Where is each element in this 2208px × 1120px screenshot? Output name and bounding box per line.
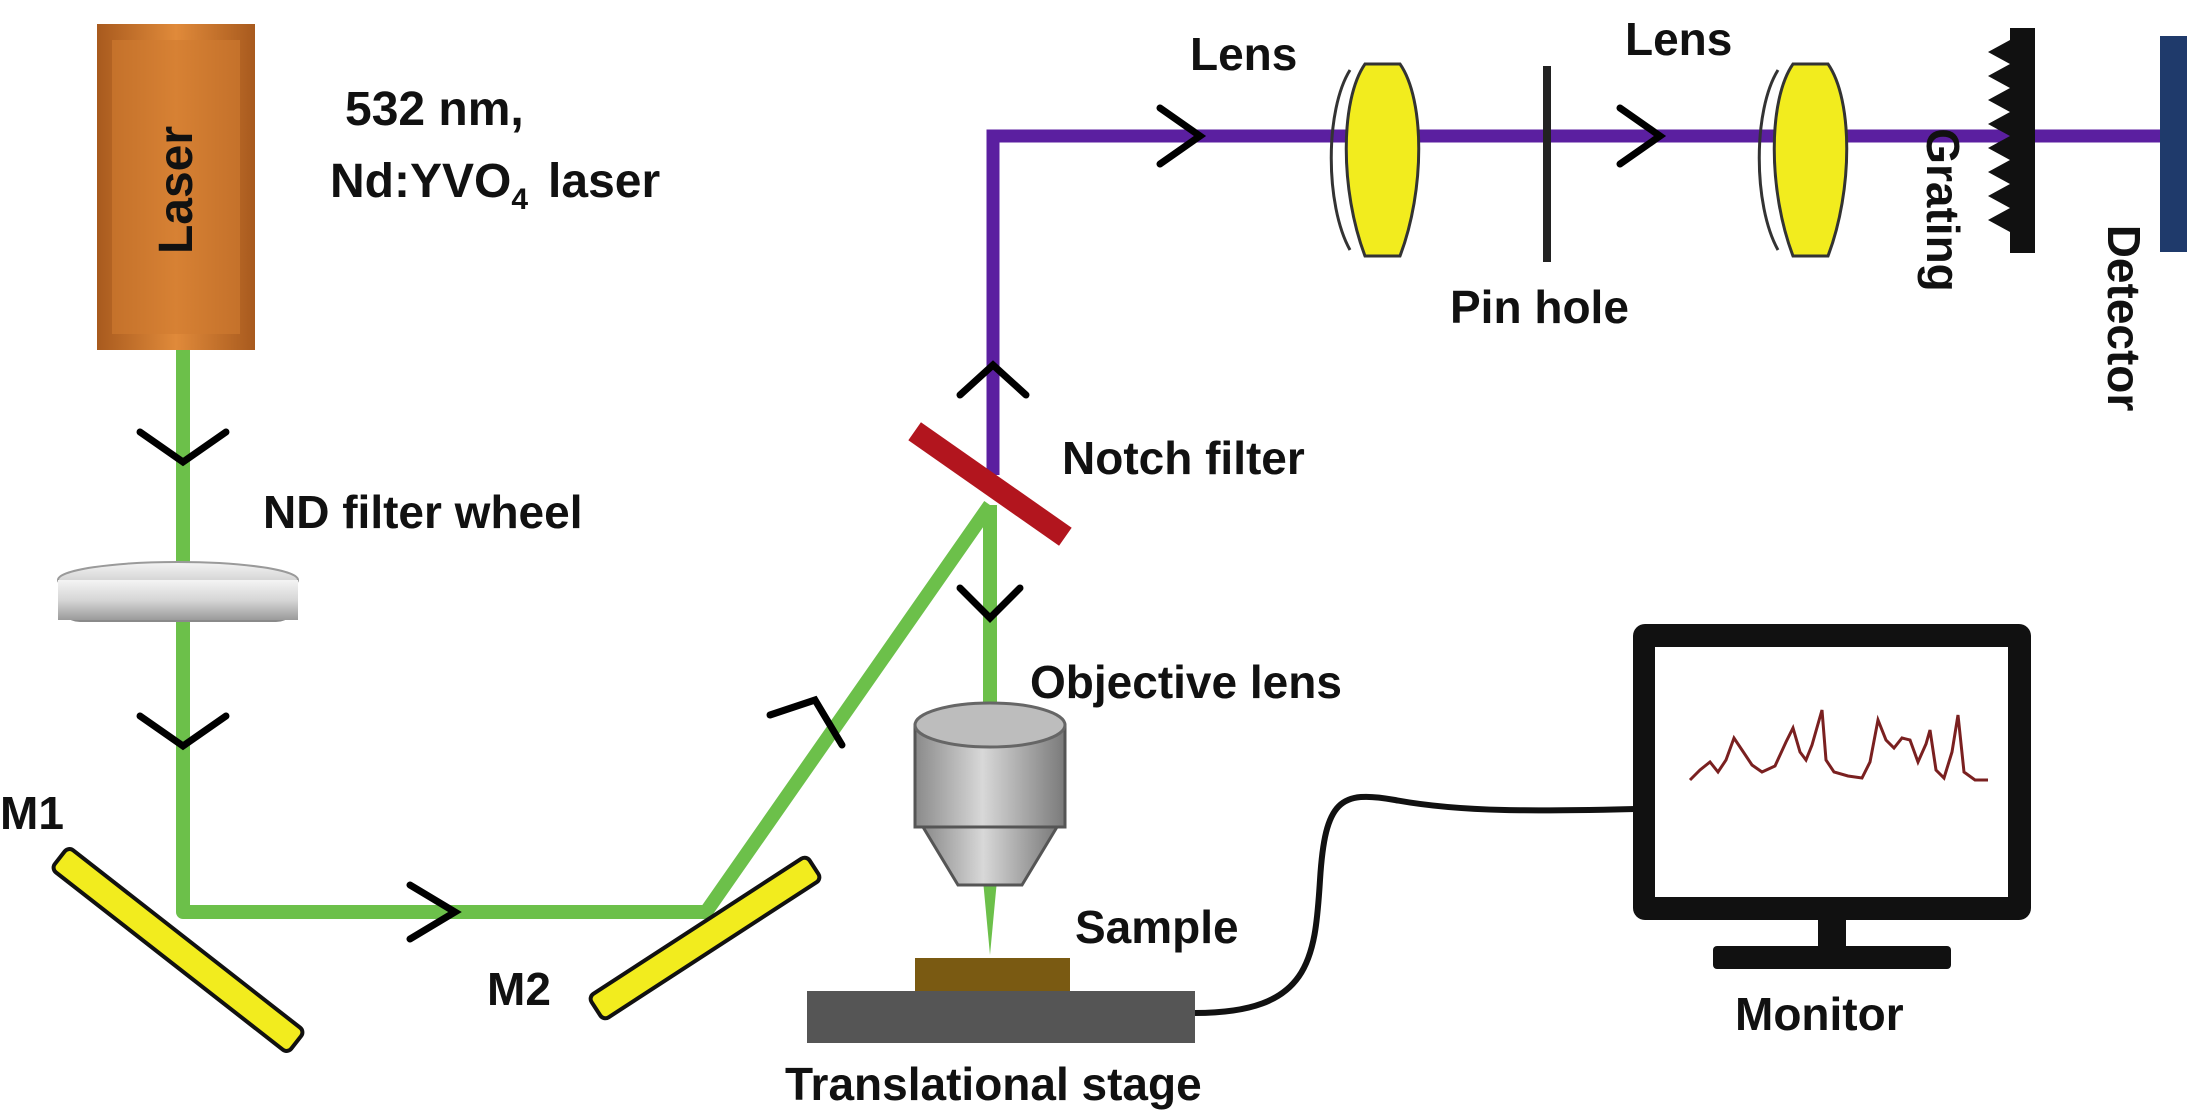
monitor-label: Monitor xyxy=(1735,988,1904,1040)
excitation-beam-path xyxy=(176,350,996,919)
laser-type-subscript: 4 xyxy=(511,183,528,216)
lens-1-edge xyxy=(1329,69,1352,251)
excitation-beam xyxy=(176,350,997,919)
lens-1-label: Lens xyxy=(1190,28,1297,80)
arrow-right-3 xyxy=(1616,104,1667,168)
monitor-cable xyxy=(1194,793,1674,1016)
arrow-diagonal xyxy=(766,695,846,749)
objective-top xyxy=(913,701,1067,749)
focused-beam xyxy=(983,880,997,955)
grating-back xyxy=(2010,28,2035,253)
sample xyxy=(915,958,1070,991)
pin-hole xyxy=(1543,66,1551,262)
lens-2-label: Lens xyxy=(1625,13,1732,65)
translational-stage xyxy=(807,991,1195,1043)
arrow-right-2 xyxy=(1156,104,1207,168)
spectrum-trace xyxy=(1688,709,1988,782)
direction-arrows xyxy=(136,104,1667,943)
arrow-down-2 xyxy=(136,712,230,751)
lens-1 xyxy=(1329,62,1421,258)
grating xyxy=(1988,28,2035,253)
lens-2 xyxy=(1757,62,1849,258)
m2-label: M2 xyxy=(487,963,551,1015)
lens-2-edge xyxy=(1757,69,1780,251)
arrow-down-3 xyxy=(956,584,1024,623)
laser-type-suffix: laser xyxy=(548,155,660,208)
monitor-screen xyxy=(1655,647,2008,897)
objective-lens xyxy=(913,701,1067,887)
arrow-right-1 xyxy=(406,881,462,943)
sample-label: Sample xyxy=(1075,901,1239,953)
laser-label: Laser xyxy=(150,126,203,254)
mirror-m1-shape xyxy=(51,847,305,1053)
monitor-base xyxy=(1713,946,1951,969)
mirror-m2-shape xyxy=(588,855,822,1021)
nd-filter-wheel xyxy=(57,561,299,622)
detector xyxy=(2160,36,2187,252)
laser-type-prefix: Nd:YVO xyxy=(330,155,511,208)
notch-filter xyxy=(908,422,1072,546)
mirror-m2 xyxy=(588,855,822,1021)
grating-label: Grating xyxy=(1917,128,1969,292)
lens-2-body xyxy=(1772,62,1849,258)
detector-label: Detector xyxy=(2098,225,2150,412)
lens-1-body xyxy=(1344,62,1421,258)
nd-filter-side xyxy=(58,580,298,620)
arrow-up xyxy=(956,360,1030,399)
laser-type-label: Nd:YVO4 laser xyxy=(330,155,660,216)
m1-label: M1 xyxy=(0,787,64,839)
pin-hole-label: Pin hole xyxy=(1450,281,1629,333)
laser-body-inner xyxy=(112,40,240,334)
nd-filter-label: ND filter wheel xyxy=(263,486,583,538)
objective-taper xyxy=(920,825,1060,887)
notch-filter-shape xyxy=(908,422,1072,546)
grating-teeth xyxy=(1988,40,2010,232)
arrow-down-1 xyxy=(136,428,230,467)
stage-label: Translational stage xyxy=(785,1058,1202,1110)
objective-label: Objective lens xyxy=(1030,656,1342,708)
notch-filter-label: Notch filter xyxy=(1062,432,1305,484)
monitor xyxy=(1633,624,2031,969)
wavelength-label: 532 nm, xyxy=(345,83,524,136)
mirror-m1 xyxy=(51,847,305,1053)
monitor-neck xyxy=(1818,920,1846,948)
laser-device: Laser xyxy=(97,24,255,350)
